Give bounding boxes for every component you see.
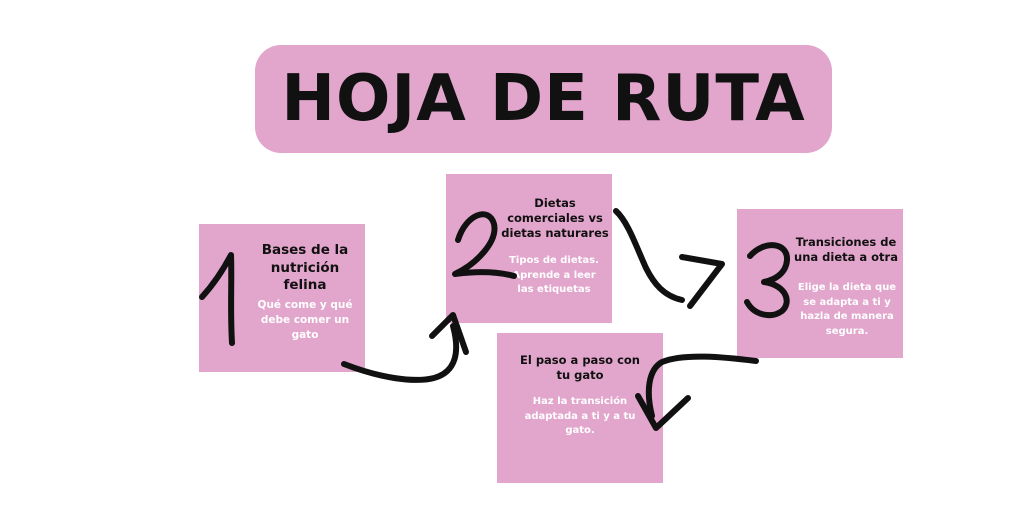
- step-1-description: Qué come y qué debe comer un gato: [257, 299, 353, 342]
- step-4-card: El paso a paso con tu gato Haz la transi…: [497, 333, 663, 483]
- step-4-description: Haz la transición adaptada a ti y a tu g…: [524, 396, 636, 436]
- arrow-step2-to-step3-head: [679, 254, 725, 309]
- step-2-description: Tipos de dietas. Aprende a leer las etiq…: [509, 255, 599, 295]
- roadmap-title: HOJA DE RUTA: [281, 62, 806, 136]
- step-2-title: Dietas comerciales vs dietas naturares: [501, 196, 609, 240]
- arrow-step3-to-step4: [645, 353, 759, 419]
- step-3-title: Transiciones de una dieta a otra: [794, 235, 898, 264]
- step-1-title: Bases de la nutrición felina: [261, 242, 349, 294]
- step-3-card: Transiciones de una dieta a otra Elige l…: [737, 209, 903, 358]
- step-4-title: El paso a paso con tu gato: [520, 353, 640, 382]
- arrow-step2-to-step3: [613, 208, 685, 303]
- step-3-description: Elige la dieta que se adapta a ti y hazl…: [797, 282, 897, 337]
- step-2-card: Dietas comerciales vs dietas naturares T…: [446, 174, 612, 323]
- step-1-card: Bases de la nutrición felina Qué come y …: [199, 224, 365, 372]
- title-banner: HOJA DE RUTA: [255, 45, 832, 153]
